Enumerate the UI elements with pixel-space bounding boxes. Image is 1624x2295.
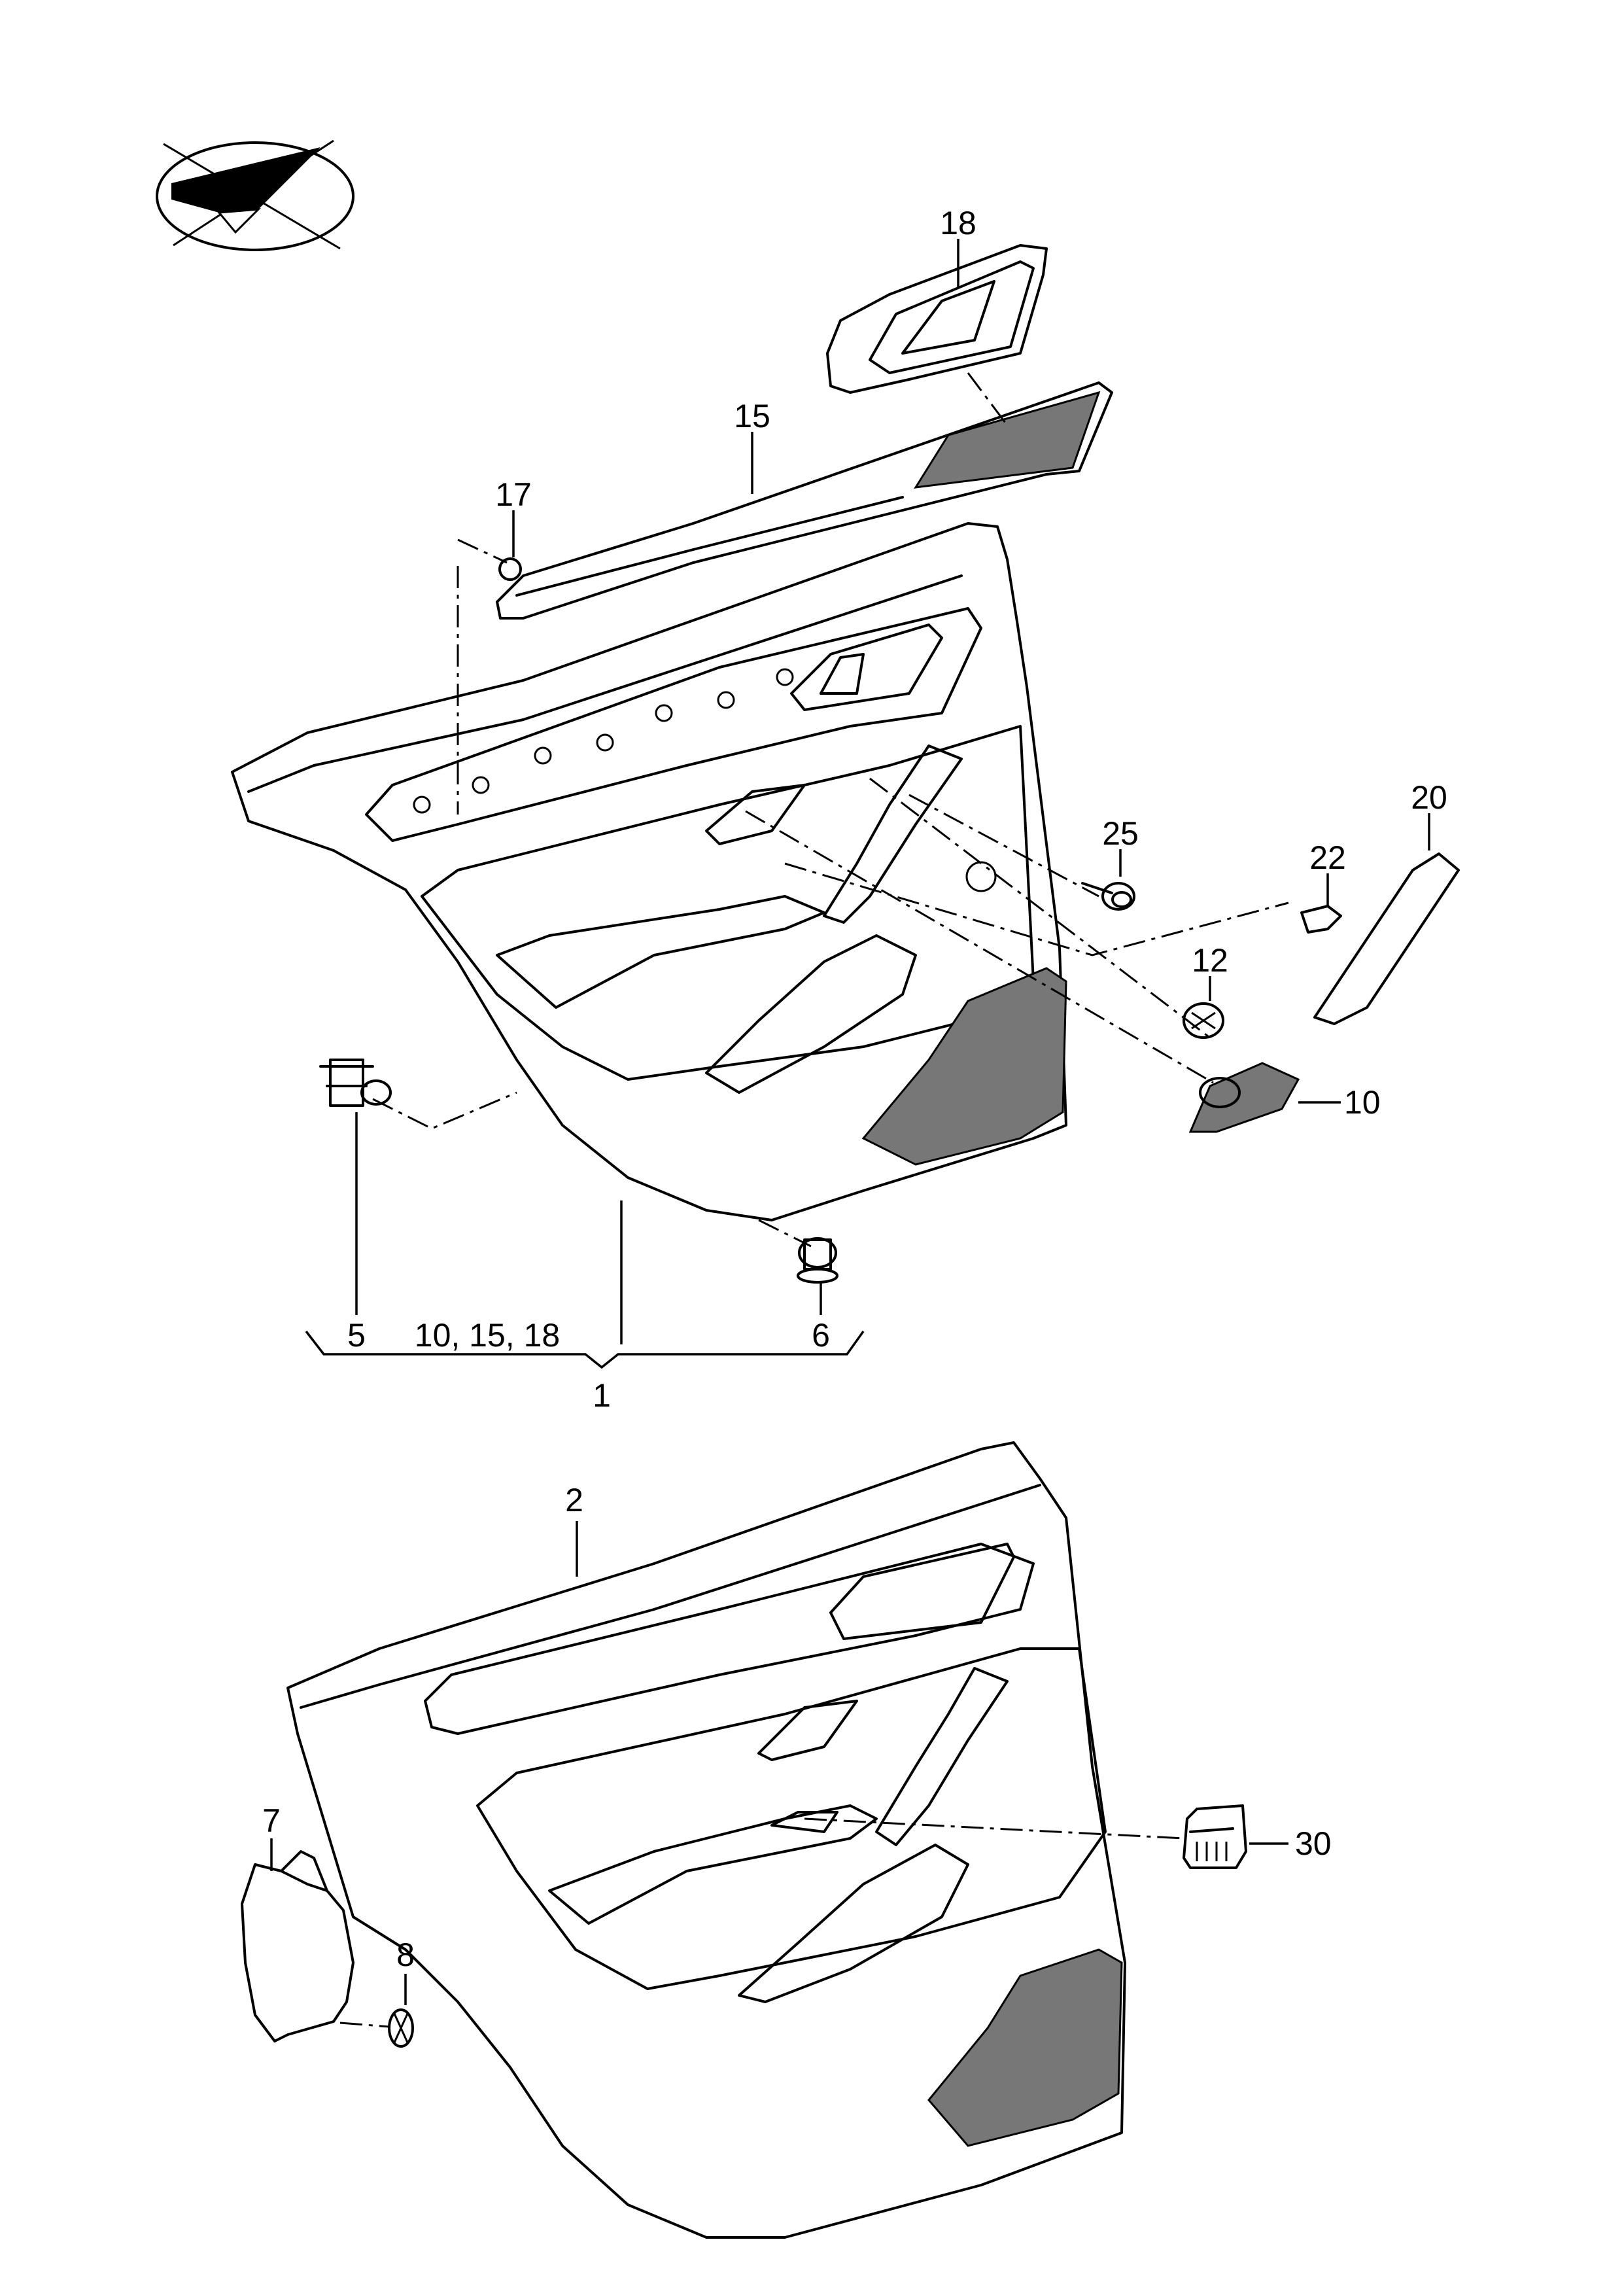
callout-1: 1	[593, 1377, 611, 1414]
callout-5: 5	[347, 1317, 366, 1354]
switch-30	[1183, 1804, 1247, 1869]
clip-22	[1300, 905, 1342, 934]
grommet-12	[1183, 1002, 1224, 1039]
callout-labels: 18 15 17 25 20 22 12 10 5 10, 15, 18 6 1…	[262, 205, 1447, 1973]
group-bracket	[305, 1330, 865, 1369]
callout-7: 7	[262, 1802, 281, 1839]
callout-15: 15	[734, 398, 770, 434]
speaker-cover-10	[1188, 1062, 1300, 1133]
callout-20: 20	[1411, 779, 1447, 816]
door-trim-panel-lower	[286, 1441, 1126, 2239]
clip-5	[319, 1059, 392, 1107]
callout-22: 22	[1309, 839, 1346, 876]
callout-18: 18	[940, 205, 976, 241]
insulation-7	[241, 1850, 354, 2042]
callout-12: 12	[1192, 942, 1228, 979]
grommet-8	[388, 2008, 414, 2048]
callout-17: 17	[495, 476, 532, 513]
door-trim-panel-upper	[231, 522, 1067, 1221]
door-handle-bezel	[826, 244, 1048, 394]
trim-cap-20	[1313, 852, 1460, 1025]
trim-strip	[496, 381, 1113, 620]
direction-arrow-icon	[156, 139, 354, 251]
callout-2: 2	[565, 1482, 583, 1518]
clip-17	[498, 557, 522, 581]
callout-25: 25	[1102, 815, 1139, 852]
clip-6	[797, 1237, 838, 1284]
screw-25	[1081, 882, 1135, 911]
callout-group-contents: 10, 15, 18	[415, 1317, 560, 1354]
callout-30: 30	[1295, 1825, 1332, 1862]
callout-8: 8	[396, 1936, 415, 1973]
trim-clip-row	[413, 668, 794, 814]
callout-6: 6	[812, 1317, 830, 1354]
callout-10: 10	[1344, 1084, 1381, 1121]
